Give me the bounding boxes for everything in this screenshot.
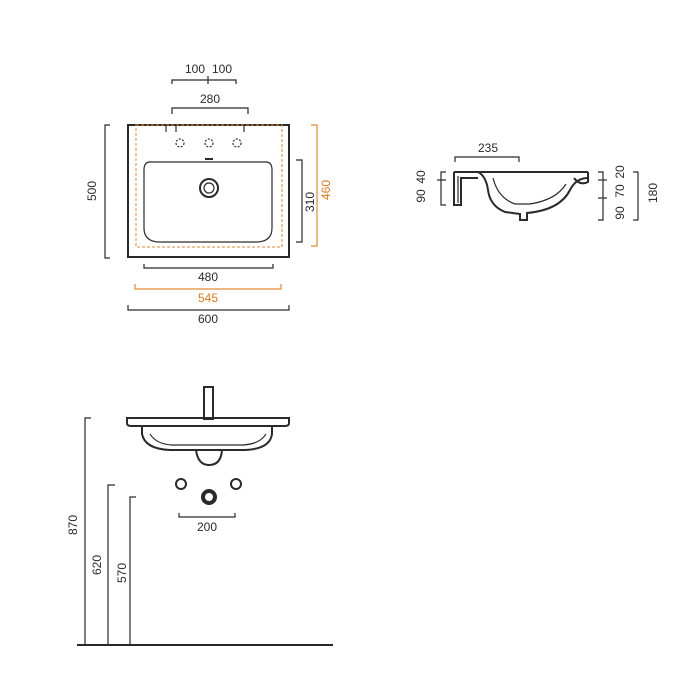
dim-section-right-bottom-label: 90 (613, 206, 627, 220)
tap-hole-right-icon (232, 138, 242, 148)
basin-bowl-inner (149, 433, 267, 446)
section-left-wall (453, 172, 478, 206)
section-right-flange (573, 172, 589, 185)
dim-section-right-line (598, 171, 604, 221)
dim-inlet-height-line (107, 484, 115, 645)
drain-inner-icon (203, 182, 215, 194)
section-bowl-inner (492, 177, 567, 205)
dim-tap-right-label: 100 (212, 62, 232, 76)
dim-bowl-width-line (143, 264, 274, 269)
dim-tap-left-label: 100 (185, 62, 205, 76)
dim-tap-spacing-line (171, 79, 237, 84)
dim-section-right-mid-label: 70 (613, 184, 627, 198)
tap-body (203, 386, 214, 420)
basin-bowl-front (141, 426, 273, 451)
waste-outlet-inner-icon (205, 493, 213, 501)
dim-bowl-depth-line (296, 159, 303, 243)
dim-section-total-line (633, 171, 639, 221)
dim-tap-span-line (171, 107, 249, 114)
dim-cutout-width-line (134, 284, 282, 290)
tap-hole-center-icon (204, 138, 214, 148)
dim-height-line (104, 124, 110, 259)
dim-bowl-depth-label: 310 (303, 192, 317, 212)
top-view: 100 100 280 500 310 460 480 545 600 (85, 62, 333, 326)
dim-width-line (127, 305, 290, 311)
dim-section-right-top-label: 20 (613, 165, 627, 179)
dim-cutout-depth-label: 460 (319, 180, 333, 200)
drain-outer-icon (199, 178, 219, 198)
dim-section-width-label: 235 (478, 141, 498, 155)
dim-bowl-width-label: 480 (198, 270, 218, 284)
front-view: 200 870 620 570 (66, 386, 333, 646)
bowl-outline-top (143, 161, 273, 243)
section-view: 235 40 90 20 70 90 180 (414, 141, 660, 221)
dim-cutout-width-label: 545 (198, 291, 218, 305)
dim-tap-spacing-front-label: 200 (197, 520, 217, 534)
inlet-valve-right-icon (230, 478, 242, 490)
dim-width-label: 600 (198, 312, 218, 326)
waste-trap (195, 449, 223, 467)
dim-section-left-line (440, 171, 446, 206)
dim-rim-height-label: 870 (66, 515, 80, 535)
basin-rim-front (126, 417, 290, 427)
dim-tap-spacing-front-line (178, 513, 236, 518)
dim-waste-height-label: 570 (115, 563, 129, 583)
cutout-outline (135, 124, 283, 248)
inlet-valve-left-icon (175, 478, 187, 490)
dim-height-label: 500 (85, 181, 99, 201)
dim-section-left-lower-label: 90 (414, 189, 428, 203)
dim-rim-height-line (84, 417, 91, 645)
dim-waste-height-line (129, 496, 136, 645)
dim-tap-span-label: 280 (200, 92, 220, 106)
tap-hole-left-icon (175, 138, 185, 148)
dim-section-total-label: 180 (646, 183, 660, 203)
dim-cutout-depth-line (311, 124, 318, 247)
basin-outline-top (127, 124, 290, 258)
dim-inlet-height-label: 620 (90, 555, 104, 575)
dim-section-left-upper-label: 40 (414, 170, 428, 184)
section-bowl (477, 171, 589, 221)
dim-section-width-line (454, 156, 520, 162)
